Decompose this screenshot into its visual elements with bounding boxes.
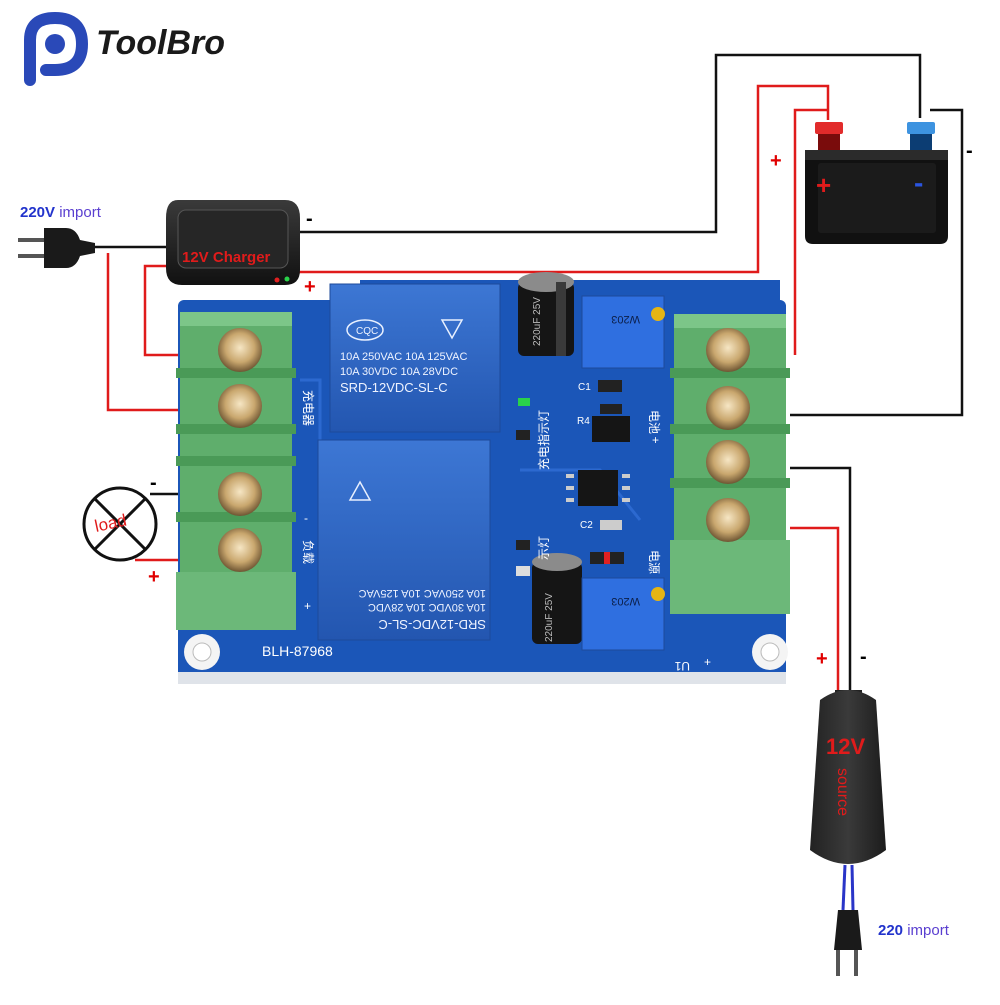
wire-charger-minus	[295, 53, 922, 234]
capacitor-bottom	[532, 553, 582, 644]
potentiometer-top	[581, 295, 665, 369]
mains-left-voltage: 220V	[20, 204, 56, 221]
wire-source-blue-2	[850, 864, 855, 911]
source-adapter-icon	[810, 690, 886, 864]
sign-charger-minus: -	[306, 208, 313, 230]
wire-charger-plus	[295, 84, 830, 274]
wire-mains-to-board	[106, 253, 190, 412]
terminal-block-left	[176, 312, 296, 630]
silk-battery: 电池	[647, 410, 661, 434]
silk-indicator-charge: 充电指示灯	[536, 410, 551, 470]
brand-name: ToolBro	[96, 24, 226, 62]
silk-source: 电源	[647, 550, 661, 574]
mains-plug-right-icon	[834, 910, 862, 976]
sign-source-plus: +	[816, 648, 828, 670]
brand-logo-icon	[24, 11, 89, 86]
potentiometer-bottom	[581, 577, 665, 651]
terminal-block-right	[670, 314, 790, 614]
charger-icon	[166, 200, 300, 285]
mains-right-word: import	[907, 922, 949, 939]
mains-left-word: import	[59, 204, 101, 221]
relay-top	[329, 283, 501, 433]
battery-plus-mark: +	[816, 170, 831, 200]
silk-plus-battery: +	[652, 433, 659, 447]
sign-charger-plus: +	[304, 276, 316, 298]
relay-bottom-line1: 10A 250VAC 10A 125VAC	[359, 587, 486, 599]
silk-u1: U1	[674, 659, 690, 673]
pot-top-text: W203	[611, 313, 640, 325]
charger-label: 12V Charger	[182, 249, 271, 266]
source-voltage: 12V	[826, 734, 865, 759]
silk-minus-load: -	[304, 511, 308, 525]
silk-c2: C2	[580, 520, 593, 531]
battery-icon	[805, 122, 948, 244]
smd-components	[516, 380, 630, 576]
mains-plug-left-icon	[18, 228, 95, 268]
relay-top-part: SRD-12VDC-SL-C	[340, 380, 448, 395]
relay-bottom-part: SRD-12VDC-SL-C	[378, 617, 486, 632]
relay-bottom-line2: 10A 30VDC 10A 28VDC	[368, 601, 486, 613]
sign-load-minus: -	[150, 472, 157, 494]
sign-load-plus: +	[148, 566, 160, 588]
silk-plus-source: +	[704, 655, 711, 669]
pot-bottom-text: W203	[611, 595, 640, 607]
relay-top-line2: 10A 30VDC 10A 28VDC	[340, 366, 458, 378]
silk-plus-load: +	[304, 599, 311, 613]
sign-source-minus: -	[860, 646, 867, 668]
load-icon	[82, 486, 158, 562]
wires	[95, 53, 964, 911]
wire-source-minus	[790, 466, 852, 690]
capacitor-top	[518, 272, 574, 356]
silk-c1: C1	[578, 382, 591, 393]
relay-top-brand: CQC	[356, 326, 378, 337]
mains-right-voltage: 220	[878, 922, 904, 939]
silk-r4: R4	[577, 416, 590, 427]
mains-left-label: 220V import	[20, 204, 101, 221]
silk-charger: 充电器	[301, 390, 316, 426]
sign-battery-minus: -	[966, 140, 973, 162]
capacitor-bottom-text: 220uF 25V	[544, 593, 555, 642]
source-word: source	[834, 768, 851, 816]
wire-source-blue-1	[841, 864, 847, 911]
wire-charger-to-board	[143, 264, 190, 357]
silk-indicator: 示灯	[537, 536, 551, 560]
sign-battery-plus: +	[770, 150, 782, 172]
capacitor-top-text: 220uF 25V	[532, 297, 543, 346]
board-model: BLH-87968	[262, 643, 333, 659]
wire-battery-minus	[790, 108, 964, 417]
silk-load: 负载	[301, 540, 315, 564]
wire-source-plus	[790, 526, 840, 690]
wire-battery-plus	[793, 108, 828, 355]
relay-bottom	[317, 439, 491, 641]
mains-right-label: 220 import	[878, 922, 949, 939]
relay-top-line1: 10A 250VAC 10A 125VAC	[340, 351, 467, 363]
battery-minus-mark: -	[914, 167, 923, 198]
